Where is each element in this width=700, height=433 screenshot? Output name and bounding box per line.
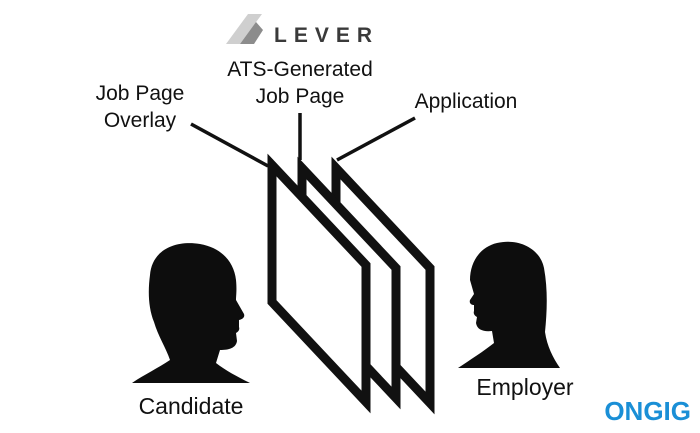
layer-job-page-overlay [267, 153, 371, 414]
label-ats-generated-line1: ATS-Generated [227, 58, 373, 81]
lever-mark-dark [240, 22, 263, 44]
page-layers [267, 153, 435, 415]
ongig-logo: ONGIG [604, 396, 691, 426]
lever-wordmark: LEVER [274, 24, 379, 47]
label-job-page-overlay-line2: Overlay [104, 109, 177, 132]
lever-logo: LEVER [226, 14, 379, 47]
lever-mark-light [226, 14, 262, 44]
callout-line-application [336, 116, 416, 162]
label-ats-generated-line2: Job Page [256, 85, 345, 108]
label-candidate: Candidate [139, 393, 244, 419]
callout-lines [190, 113, 416, 168]
label-application: Application [415, 90, 518, 113]
candidate-silhouette [132, 243, 250, 383]
label-employer: Employer [476, 374, 573, 400]
label-job-page-overlay-line1: Job Page [96, 82, 185, 105]
lever-mark-icon [226, 14, 263, 44]
callout-line-overlay [190, 122, 269, 168]
employer-silhouette [458, 241, 560, 368]
